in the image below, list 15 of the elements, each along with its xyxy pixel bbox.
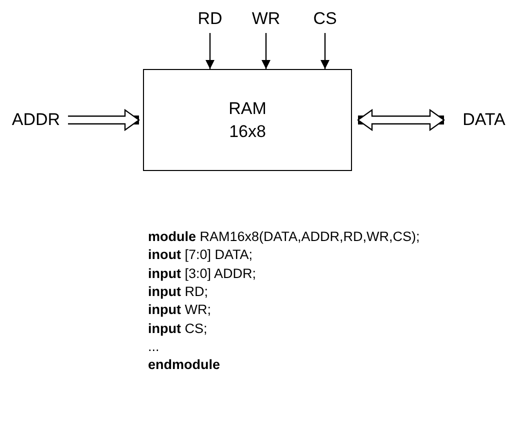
signal-label: WR xyxy=(246,8,286,30)
code-line: input [3:0] ADDR; xyxy=(148,266,256,282)
signal-label: ADDR xyxy=(6,109,66,131)
code-line: input RD; xyxy=(148,284,208,300)
code-line: inout [7:0] DATA; xyxy=(148,247,253,264)
code-line: endmodule xyxy=(148,357,220,374)
code-line: ... xyxy=(148,338,160,355)
code-line: input WR; xyxy=(148,302,211,318)
code-line: input CS; xyxy=(148,320,208,336)
signal-label: RD xyxy=(190,8,230,30)
ram-block xyxy=(143,69,352,171)
signal-label: DATA xyxy=(452,109,516,131)
block-label: RAM 16x8 xyxy=(228,98,268,143)
code-line: module RAM16x8(DATA,ADDR,RD,WR,CS); xyxy=(148,229,420,245)
signal-label: CS xyxy=(305,8,345,30)
